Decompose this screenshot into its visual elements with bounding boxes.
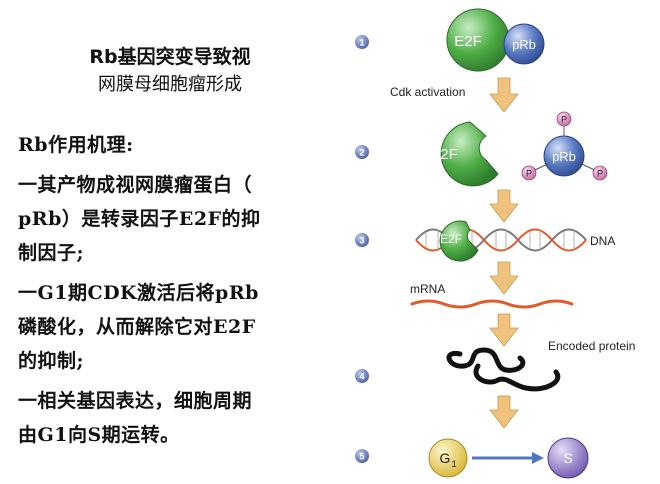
text-line-3: 制因子; bbox=[18, 242, 85, 264]
step-marker-4: 4 bbox=[355, 369, 369, 383]
diagram-svg: 1 2 3 4 5 E2F pRb Cdk activation E2F pRb bbox=[355, 8, 635, 479]
svg-text:pRb: pRb bbox=[552, 149, 576, 164]
svg-text:1: 1 bbox=[359, 38, 364, 48]
text-line-6: 的抑制; bbox=[18, 350, 85, 372]
dna-label: DNA bbox=[590, 234, 615, 248]
mrna-strand bbox=[410, 299, 574, 309]
rb-pathway-diagram: 1 2 3 4 5 E2F pRb Cdk activation E2F pRb bbox=[338, 0, 660, 480]
svg-text:3: 3 bbox=[359, 236, 364, 246]
e2f-free: E2F bbox=[430, 121, 499, 187]
svg-text:P: P bbox=[526, 169, 532, 179]
svg-text:E2F: E2F bbox=[454, 33, 482, 50]
svg-text:4: 4 bbox=[359, 372, 364, 382]
svg-text:pRb: pRb bbox=[512, 37, 536, 52]
text-line-7: 一相关基因表达，细胞周期 bbox=[18, 390, 253, 412]
arrow-mrna-to-protein bbox=[489, 313, 519, 347]
svg-text:E2F: E2F bbox=[440, 232, 462, 246]
text-line-1: 一其产物成视网膜瘤蛋白（ bbox=[18, 174, 253, 196]
g1-to-s-arrow bbox=[472, 452, 544, 464]
slide-title-line2: 网膜母细胞瘤形成 bbox=[98, 74, 242, 95]
text-line-5: 磷酸化，从而解除它对E2F bbox=[18, 316, 256, 338]
svg-text:P: P bbox=[561, 115, 567, 125]
svg-text:1: 1 bbox=[451, 459, 456, 469]
e2f-on-dna: E2F bbox=[439, 220, 479, 262]
svg-text:E2F: E2F bbox=[430, 146, 458, 163]
protein-coil bbox=[446, 347, 561, 392]
phosphate-top: P bbox=[556, 111, 572, 127]
s-phase-node: S bbox=[547, 437, 589, 479]
phosphate-right: P bbox=[592, 165, 608, 181]
arrow-protein-to-cycle bbox=[489, 395, 519, 429]
svg-text:G: G bbox=[440, 450, 451, 466]
step-marker-3: 3 bbox=[355, 233, 369, 247]
step-marker-5: 5 bbox=[355, 449, 369, 463]
svg-text:2: 2 bbox=[359, 148, 364, 158]
phosphate-left: P bbox=[521, 165, 537, 181]
arrow-step2-to-3 bbox=[489, 189, 519, 223]
mrna-label: mRNA bbox=[410, 282, 445, 296]
step-marker-1: 1 bbox=[355, 35, 369, 49]
arrow-step3-to-mrna bbox=[489, 261, 519, 295]
slide-title-line1: Rb基因突变导致视 bbox=[89, 46, 251, 68]
text-line-8: 由G1向S期运转。 bbox=[18, 424, 180, 446]
svg-text:5: 5 bbox=[359, 452, 364, 462]
prb-phosphorylated: pRb P P P bbox=[521, 111, 608, 181]
encoded-protein-label: Encoded protein bbox=[548, 339, 635, 353]
arrow-step1-to-2 bbox=[489, 77, 519, 113]
step-marker-2: 2 bbox=[355, 145, 369, 159]
text-line-2: pRb）是转录因子E2F的抑 bbox=[18, 208, 261, 230]
text-line-4: 一G1期CDK激活后将pRb bbox=[18, 282, 259, 304]
e2f-prb-complex: E2F pRb bbox=[446, 8, 545, 72]
mechanism-heading: Rb作用机理: bbox=[18, 134, 134, 156]
svg-text:P: P bbox=[597, 169, 603, 179]
g1-phase-node: G 1 bbox=[428, 438, 468, 478]
cdk-activation-label: Cdk activation bbox=[390, 85, 465, 99]
svg-text:S: S bbox=[563, 450, 572, 466]
